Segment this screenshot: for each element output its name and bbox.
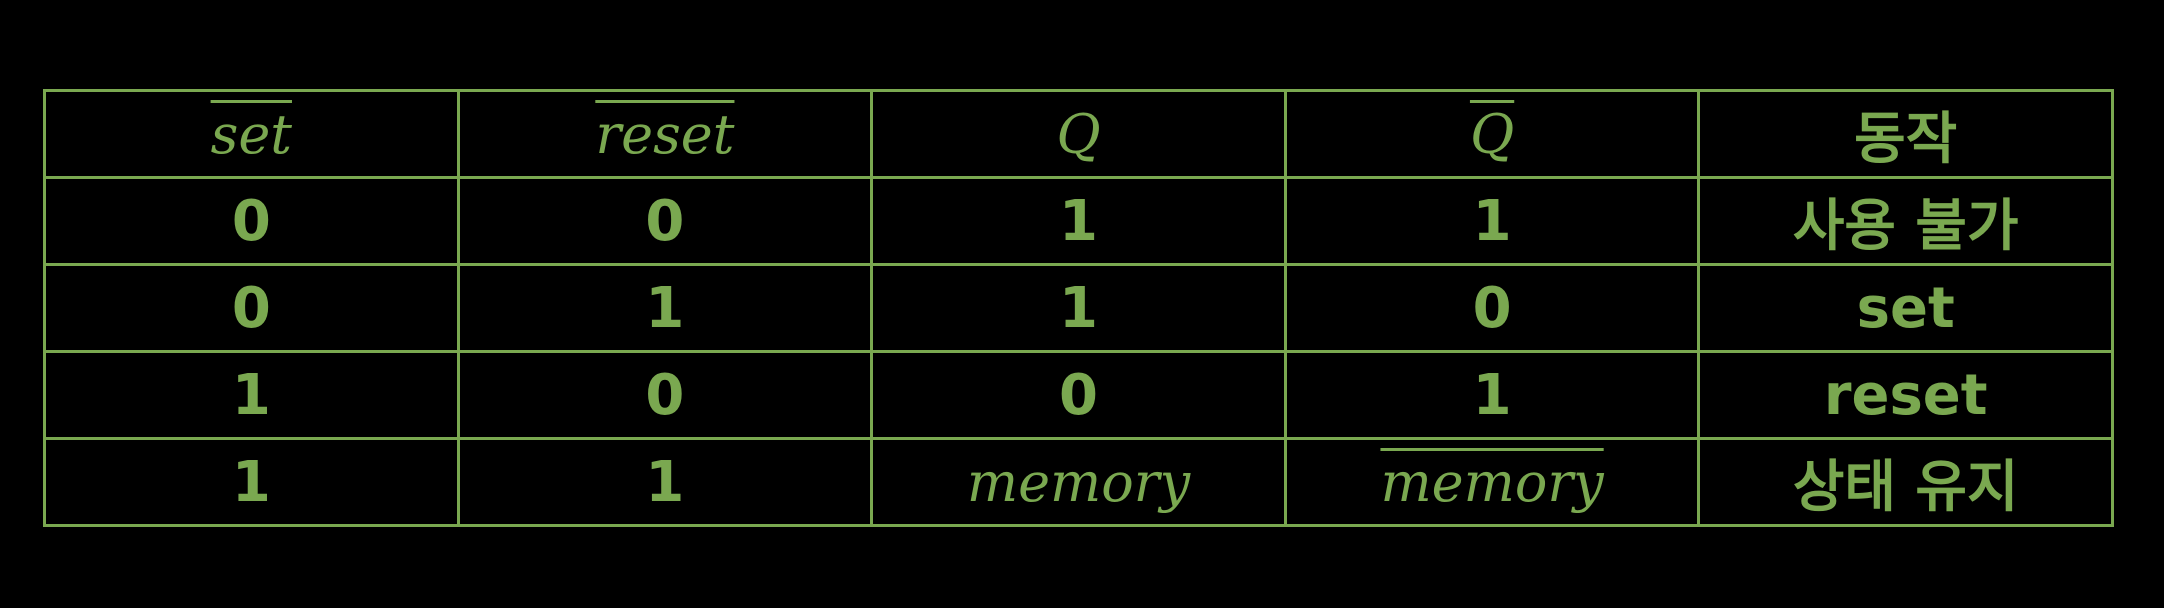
header-reset-bar: reset bbox=[456, 89, 874, 179]
cell-set-bar: 0 bbox=[43, 176, 460, 266]
table-row: 0 1 1 0 set bbox=[43, 263, 2114, 353]
cell-q-bar: memory bbox=[1283, 437, 1701, 527]
table-row: 1 0 0 1 reset bbox=[43, 350, 2114, 440]
cell-reset-bar: 0 bbox=[456, 176, 874, 266]
cell-reset-bar: 0 bbox=[456, 350, 874, 440]
header-q-bar: Q bbox=[1283, 89, 1701, 179]
cell-reset-bar: 1 bbox=[456, 437, 874, 527]
cell-q-bar: 1 bbox=[1283, 176, 1701, 266]
sr-latch-truth-table: set reset Q Q 동작 0 0 1 1 사용 불가 0 1 1 0 s… bbox=[43, 89, 2114, 527]
cell-set-bar: 0 bbox=[43, 263, 460, 353]
cell-reset-bar: 1 bbox=[456, 263, 874, 353]
header-q: Q bbox=[870, 89, 1287, 179]
cell-q: memory bbox=[870, 437, 1287, 527]
cell-set-bar: 1 bbox=[43, 437, 460, 527]
header-operation: 동작 bbox=[1697, 89, 2114, 179]
cell-q: 1 bbox=[870, 263, 1287, 353]
table-row: 0 0 1 1 사용 불가 bbox=[43, 176, 2114, 266]
cell-q: 1 bbox=[870, 176, 1287, 266]
header-row: set reset Q Q 동작 bbox=[43, 89, 2114, 179]
header-set-bar: set bbox=[43, 89, 460, 179]
cell-operation: 상태 유지 bbox=[1697, 437, 2114, 527]
table-row: 1 1 memory memory 상태 유지 bbox=[43, 437, 2114, 527]
cell-q-bar: 0 bbox=[1283, 263, 1701, 353]
cell-operation: reset bbox=[1697, 350, 2114, 440]
cell-set-bar: 1 bbox=[43, 350, 460, 440]
cell-q: 0 bbox=[870, 350, 1287, 440]
cell-operation: 사용 불가 bbox=[1697, 176, 2114, 266]
cell-operation: set bbox=[1697, 263, 2114, 353]
cell-q-bar: 1 bbox=[1283, 350, 1701, 440]
